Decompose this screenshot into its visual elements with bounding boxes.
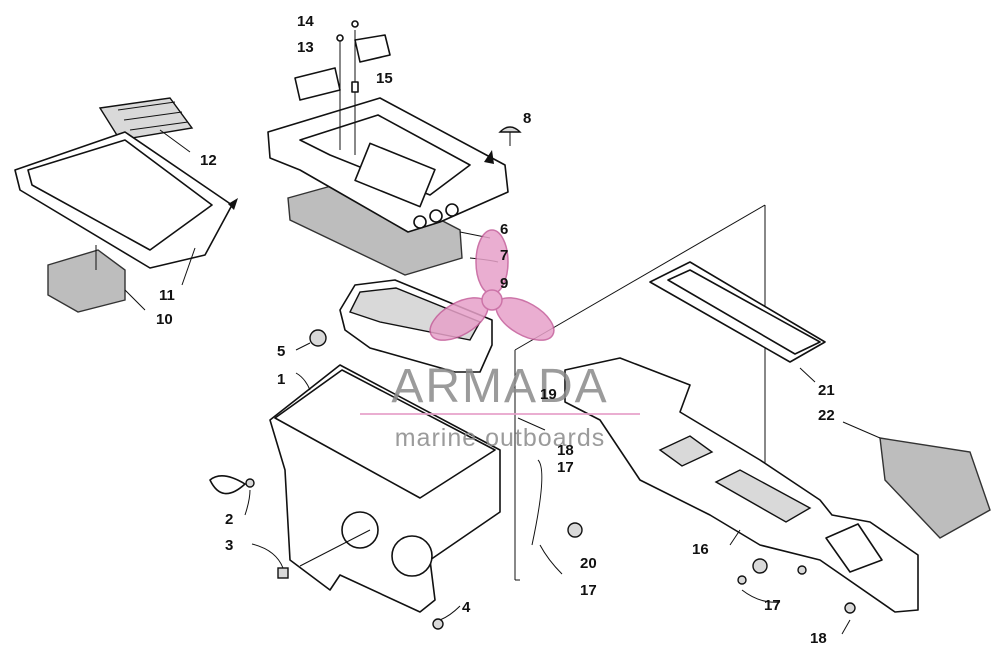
watermark-brand: ARMADA (391, 360, 608, 413)
callout-3: 3 (225, 537, 233, 554)
callout-21: 21 (818, 382, 835, 399)
clip-3 (277, 567, 289, 579)
callout-17: 17 (557, 459, 574, 476)
callout-4: 4 (462, 599, 471, 616)
callout-20: 20 (580, 555, 597, 572)
callout-15: 15 (376, 70, 393, 87)
clip-4 (432, 618, 444, 630)
callout-9: 9 (500, 275, 508, 292)
callout-17-right: 17 (764, 597, 781, 614)
filter-cover-assembly (14, 97, 238, 313)
callout-14: 14 (297, 13, 314, 30)
callout-11: 11 (159, 287, 175, 304)
propeller-logo (429, 229, 555, 341)
rod-20 (531, 459, 543, 546)
callout-2: 2 (225, 511, 233, 528)
callout-19: 19 (540, 386, 557, 403)
clip-2 (209, 475, 246, 495)
airbox-assembly (209, 279, 501, 630)
upper-tray-assembly (267, 20, 522, 276)
cap-8 (498, 126, 522, 133)
watermark: ARMADA marine outboards (360, 229, 640, 452)
filter-element-12 (98, 97, 194, 141)
callout-12: 12 (200, 152, 217, 169)
callout-1: 1 (277, 371, 285, 388)
callout-18-right: 18 (810, 630, 827, 647)
callout-16: 16 (692, 541, 709, 558)
callout-6: 6 (500, 221, 508, 238)
callout-10: 10 (156, 311, 173, 328)
callout-22: 22 (818, 407, 835, 424)
callouts: 14 13 15 8 12 6 7 9 11 10 5 1 19 18 17 2… (156, 13, 835, 647)
callout-18: 18 (557, 442, 574, 459)
callout-8: 8 (523, 110, 531, 127)
foam-22 (879, 437, 991, 539)
base-panel-assembly (514, 204, 991, 635)
foam-10 (47, 249, 126, 313)
callout-7: 7 (500, 247, 508, 264)
watermark-tagline: marine outboards (395, 424, 606, 452)
grommet-5 (309, 329, 327, 347)
callout-5: 5 (277, 343, 285, 360)
callout-13: 13 (297, 39, 314, 56)
callout-17-lower: 17 (580, 582, 597, 599)
